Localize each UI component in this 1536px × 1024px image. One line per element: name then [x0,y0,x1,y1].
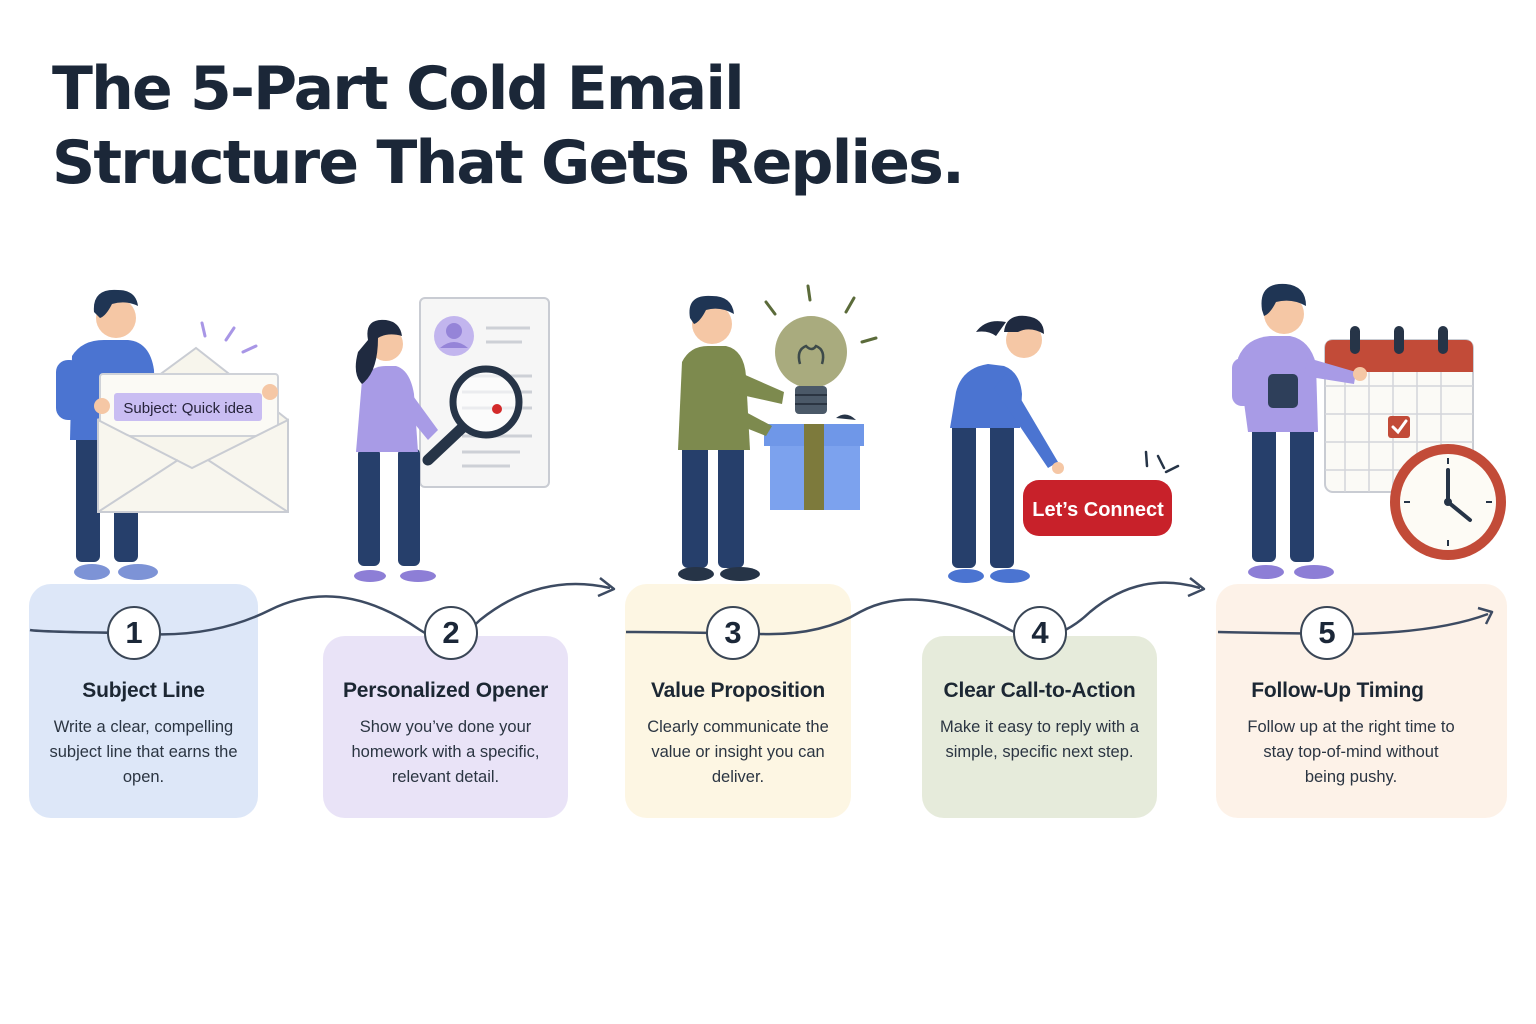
clock-icon [1390,444,1506,560]
page-title: The 5-Part Cold Email Structure That Get… [52,52,965,200]
step-5-title: Follow-Up Timing [1251,679,1424,702]
step5-illustration [1232,283,1506,579]
step-card-4: Clear Call-to-Action Make it easy to rep… [922,636,1157,818]
step2-illustration [354,297,550,582]
step-2-badge: 2 [424,606,478,660]
title-line-2: Structure That Gets Replies. [52,128,965,198]
sparkle-icon [764,284,878,344]
step-5-badge: 5 [1300,606,1354,660]
step-1-title: Subject Line [82,679,205,702]
step4-illustration: Let’s Connect [948,315,1180,583]
subject-tag: Subject: Quick idea [123,400,253,417]
step-3-badge: 3 [706,606,760,660]
lets-connect-button: Let’s Connect [1023,480,1172,536]
step1-illustration: Subject: Quick idea [56,289,289,580]
step-1-badge: 1 [107,606,161,660]
step-3-title: Value Proposition [651,679,825,702]
title-line-1: The 5-Part Cold Email [52,54,745,124]
step-4-description: Make it easy to reply with a simple, spe… [940,718,1139,761]
step-4-title: Clear Call-to-Action [943,679,1136,702]
magnifier-icon [422,365,523,466]
sparkle-icon [200,321,258,354]
step-4-badge: 4 [1013,606,1067,660]
sparkle-icon [1144,450,1180,474]
step-5-description: Follow up at the right time to stay top-… [1247,718,1455,786]
cta-label: Let’s Connect [1032,499,1164,521]
step-2-description: Show you’ve done your homework with a sp… [351,718,540,786]
gift-box-icon [764,414,864,510]
step3-illustration [678,284,878,581]
step-3-description: Clearly communicate the value or insight… [647,718,829,786]
step-card-5: Follow-Up Timing Follow up at the right … [1216,584,1507,818]
lightbulb-icon [775,316,847,414]
step-1-description: Write a clear, compelling subject line t… [49,718,238,786]
step-card-2: Personalized Opener Show you’ve done you… [323,636,568,818]
step-2-title: Personalized Opener [342,679,549,702]
